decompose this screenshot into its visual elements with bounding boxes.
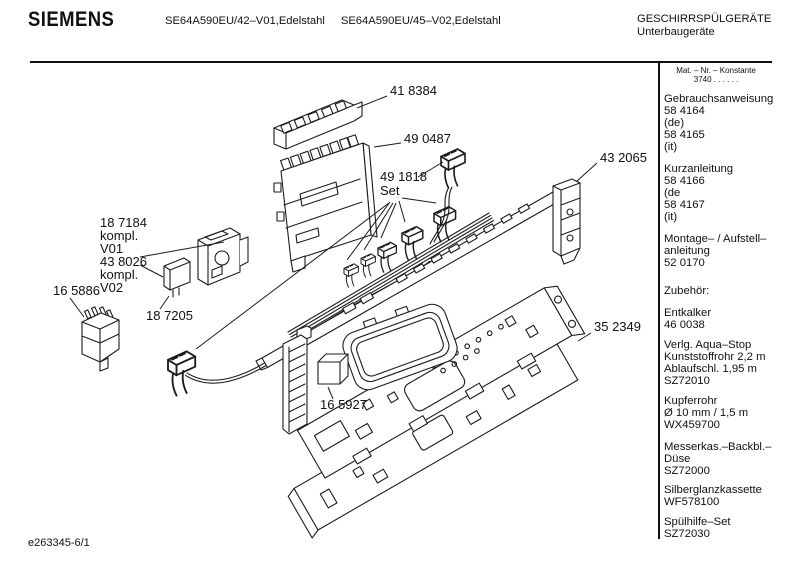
- sb-line: Ablaufschl. 1,95 m: [664, 363, 757, 375]
- sb-line: (de: [664, 187, 681, 199]
- sb-line: Kunststoffrohr 2,2 m: [664, 351, 766, 363]
- door-latch-assembly-part: [197, 227, 249, 286]
- sb-line: Kupferrohr: [664, 395, 718, 407]
- sb-line: SZ72000: [664, 465, 710, 477]
- sidebar-group-kurzanleitung: Kurzanleitung 58 4166 (de 58 4167 (it): [664, 163, 796, 223]
- sb-line: 58 4165: [664, 129, 705, 141]
- part-label-352349: 35 2349: [594, 319, 641, 334]
- sidebar-group-gebrauchsanweisung: Gebrauchsanweisung 58 4164 (de) 58 4165 …: [664, 93, 796, 153]
- harness-connector: [167, 350, 197, 397]
- control-panel-fascia: [296, 285, 586, 479]
- part-label-187184: 18 7184: [100, 215, 147, 230]
- mat-nr-block: Mat. – Nr. – Konstante 3740 . . . . . .: [664, 66, 768, 84]
- sb-line: anleitung: [664, 245, 710, 257]
- sidebar-group-silberglanz: Silberglanzkassette WF578100: [664, 484, 796, 508]
- mat-nr-value: 3740 . . . . . .: [693, 75, 739, 84]
- parts-info-sidebar: Mat. – Nr. – Konstante 3740 . . . . . . …: [664, 66, 796, 540]
- part-labels: 41 8384 49 0487 49 1818 Set 43 2065 18 7…: [53, 83, 647, 412]
- sidebar-group-entkalker: Entkalker 46 0038: [664, 307, 796, 331]
- exploded-parts-diagram: 41 8384 49 0487 49 1818 Set 43 2065 18 7…: [53, 83, 647, 539]
- door-handle-recess: [342, 303, 458, 391]
- part-label-491818-set: Set: [380, 183, 400, 198]
- cable-band: [287, 212, 495, 341]
- category-title: GESCHIRRSPÜLGERÄTE: [637, 13, 772, 25]
- part-label-187184-kompl: kompl.: [100, 228, 138, 243]
- part-label-490487: 49 0487: [404, 131, 451, 146]
- sb-line: 46 0038: [664, 319, 705, 331]
- sb-line: SZ72010: [664, 375, 710, 387]
- sb-line: 52 0170: [664, 257, 705, 269]
- sb-line: 58 4167: [664, 199, 705, 211]
- connector-strip-part: [273, 99, 363, 150]
- model-code-v01: SE64A590EU/42–V01,Edelstahl: [165, 15, 325, 27]
- part-label-438026: 43 8026: [100, 254, 147, 269]
- sb-line: SZ72030: [664, 528, 710, 540]
- sb-line: Gebrauchsanweisung: [664, 93, 774, 105]
- part-label-432065: 43 2065: [600, 150, 647, 165]
- part-label-165927: 16 5927: [320, 397, 367, 412]
- model-code-v02: SE64A590EU/45–V02,Edelstahl: [340, 15, 501, 27]
- sidebar-group-spuelhilfe: Spülhilfe–Set SZ72030: [664, 516, 796, 540]
- sb-line: 58 4166: [664, 175, 705, 187]
- cable-set-part: [167, 148, 466, 397]
- sb-line: Verlg. Aqua–Stop: [664, 339, 752, 351]
- sidebar-group-zubehoer: Zubehör:: [664, 285, 796, 297]
- sb-line: Messerkas.–Backbl.–: [664, 441, 772, 453]
- sb-line: (it): [664, 211, 678, 223]
- microswitch-part: [163, 257, 191, 298]
- panel-end-cap: [282, 325, 312, 435]
- part-label-438026-kompl: kompl.: [100, 267, 138, 282]
- sb-line: 58 4164: [664, 105, 705, 117]
- sb-line: (de): [664, 117, 685, 129]
- sb-line: WX459700: [664, 419, 720, 431]
- mat-nr-label: Mat. – Nr. – Konstante: [676, 66, 756, 75]
- sidebar-group-kupferrohr: Kupferrohr Ø 10 mm / 1,5 m WX459700: [664, 395, 796, 431]
- part-label-187205: 18 7205: [146, 308, 193, 323]
- trim-strip-part: [255, 178, 581, 371]
- sidebar-group-messerkassette: Messerkas.–Backbl.– Düse SZ72000: [664, 441, 796, 477]
- sidebar-group-montage: Montage– / Aufstell– anleitung 52 0170: [664, 233, 796, 269]
- control-module-part: [273, 134, 378, 273]
- sb-line: Kurzanleitung: [664, 163, 734, 175]
- part-label-491818: 49 1818: [380, 169, 427, 184]
- brand-logo: SIEMENS: [28, 8, 115, 31]
- leader-lines: [69, 95, 598, 400]
- sb-line: WF578100: [664, 496, 720, 508]
- sb-line: (it): [664, 141, 678, 153]
- sidebar-divider: [658, 61, 660, 539]
- sb-line: Düse: [664, 453, 691, 465]
- sb-line: Zubehör:: [664, 285, 710, 297]
- part-label-438026-v02: V02: [100, 280, 123, 295]
- sb-line: Montage– / Aufstell–: [664, 233, 767, 245]
- part-label-165886: 16 5886: [53, 283, 100, 298]
- sb-line: Entkalker: [664, 307, 712, 319]
- category-subtitle: Unterbaugeräte: [637, 26, 715, 38]
- document-number: e263345-6/1: [28, 537, 90, 549]
- part-label-187184-v01: V01: [100, 241, 123, 256]
- sb-line: Ø 10 mm / 1,5 m: [664, 407, 749, 419]
- header-divider: [30, 61, 772, 63]
- sb-line: Silberglanzkassette: [664, 484, 762, 496]
- spacer-block-part: [317, 353, 349, 385]
- sidebar-group-aquastop: Verlg. Aqua–Stop Kunststoffrohr 2,2 m Ab…: [664, 339, 796, 387]
- relay-part: [81, 306, 120, 372]
- part-label-418384: 41 8384: [390, 83, 437, 98]
- model-codes: SE64A590EU/42–V01,Edelstahl SE64A590EU/45…: [165, 15, 517, 27]
- appliance-category: GESCHIRRSPÜLGERÄTE Unterbaugeräte: [637, 13, 771, 39]
- sb-line: Spülhilfe–Set: [664, 516, 731, 528]
